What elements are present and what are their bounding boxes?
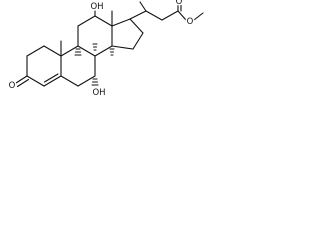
- hydroxyl-c12-label: OH: [90, 2, 103, 12]
- hydroxyl-c7-label: OH: [92, 88, 105, 98]
- ring-b: [60, 45, 96, 87]
- chemical-structure: OH OH O O O: [7, 0, 204, 100]
- ring-d: [111, 18, 144, 50]
- ring-c: [77, 15, 113, 57]
- ketone-oxygen-label: O: [9, 81, 16, 91]
- stereo-hash-c9: [74, 48, 82, 56]
- ring-a: [26, 45, 62, 87]
- ester-ether-oxygen-label: O: [187, 17, 194, 27]
- ketone-group: [15, 75, 30, 88]
- ester-carbonyl-oxygen-label: O: [176, 0, 183, 7]
- hydroxyl-c7-bond: [91, 78, 99, 86]
- stereo-hash-c14: [109, 48, 115, 56]
- side-chain: [129, 1, 204, 21]
- stereo-hash-c8: [92, 43, 98, 51]
